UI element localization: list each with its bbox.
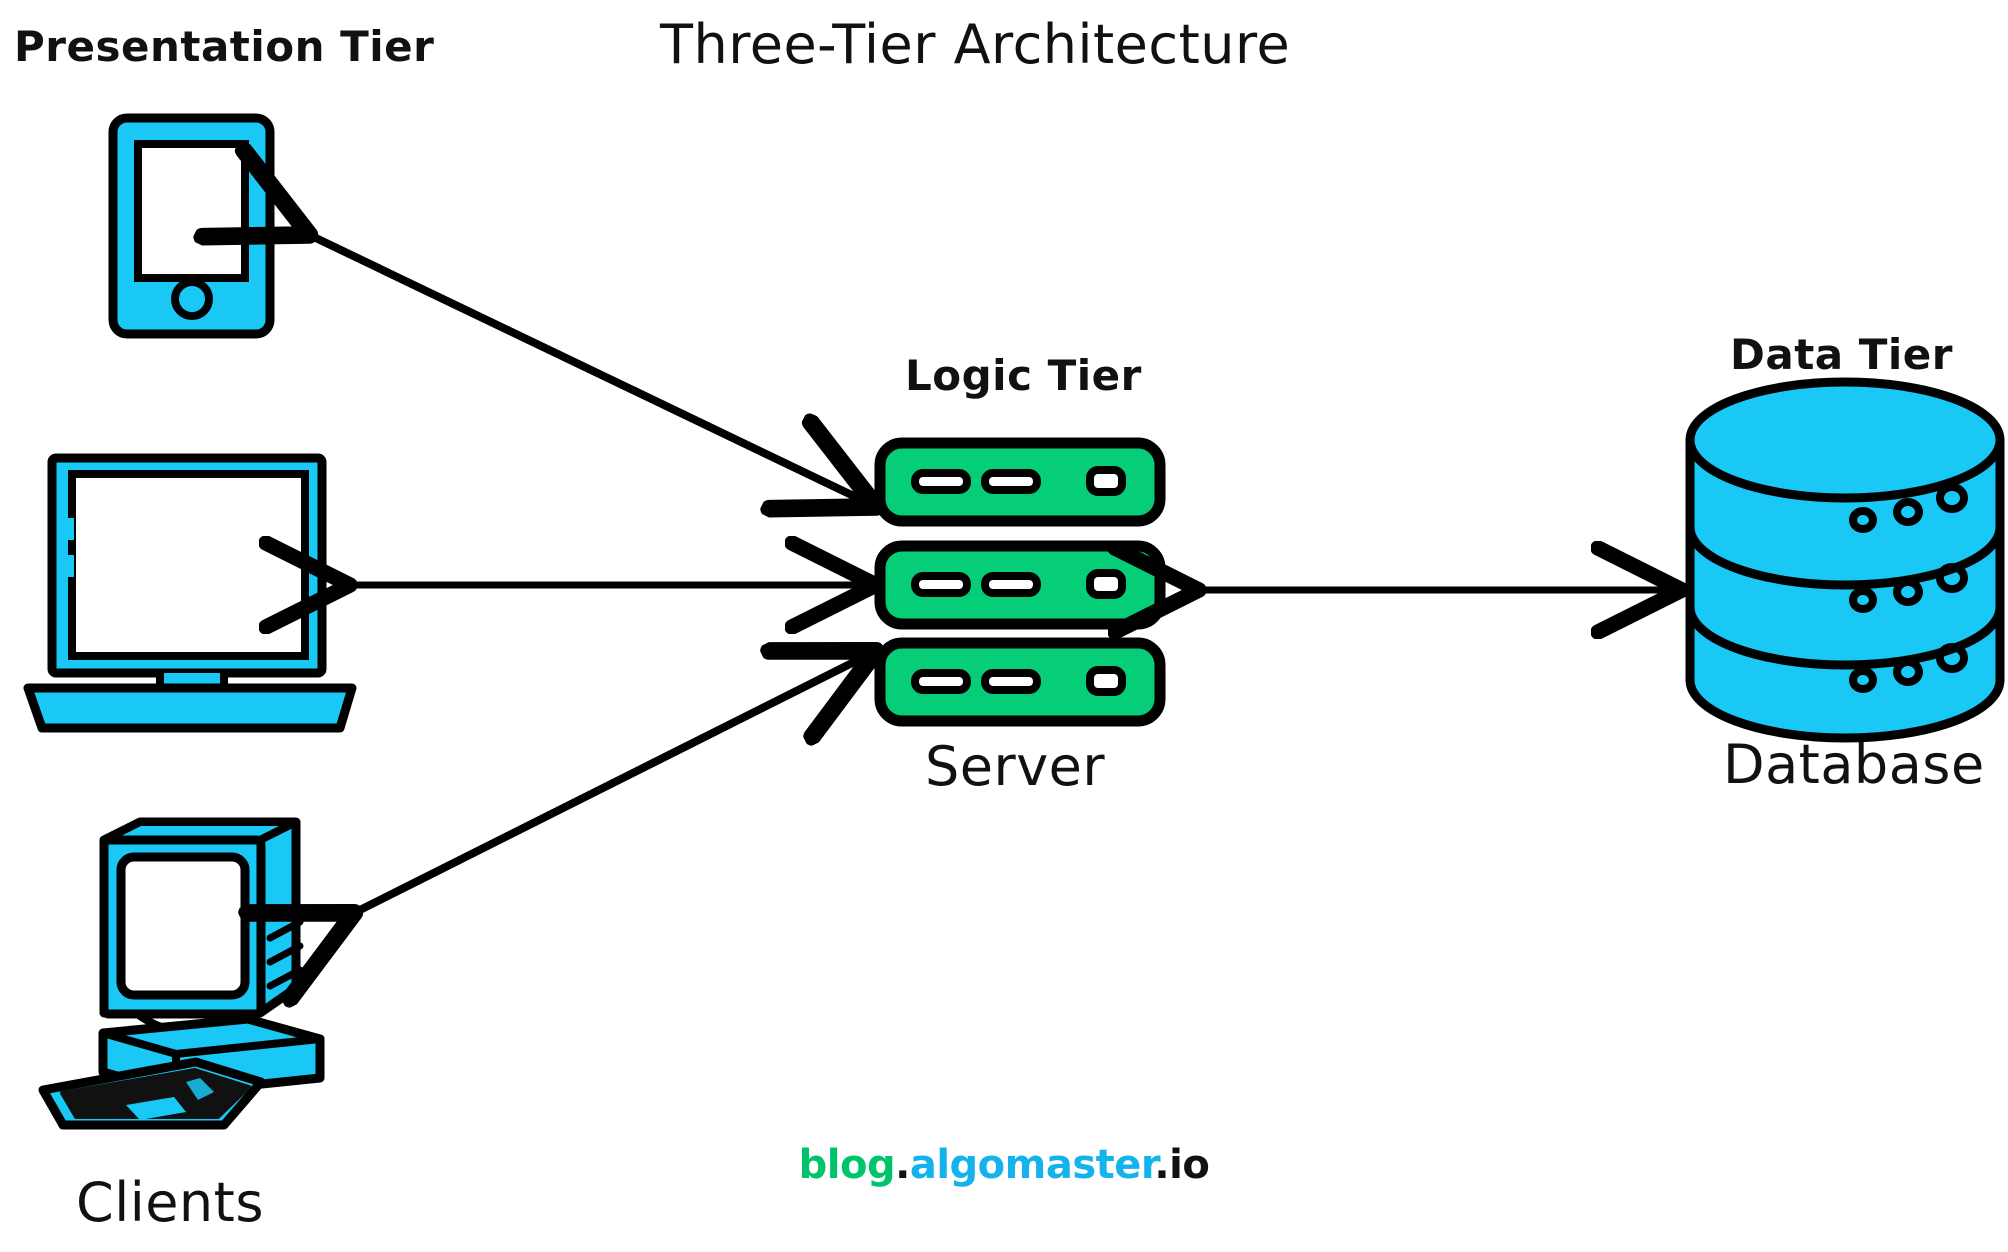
data-tier-label: Data Tier: [1730, 330, 1953, 379]
arrow-desktop-server: [340, 658, 862, 920]
database-cylinder-icon: [1685, 377, 2005, 743]
database-label: Database: [1723, 733, 1985, 796]
mobile-phone-icon: [108, 113, 275, 339]
arrow-phone-server: [295, 228, 862, 500]
server-label: Server: [925, 735, 1106, 798]
brand-algomaster: algomaster: [909, 1142, 1155, 1188]
brand-dot1: .: [895, 1142, 910, 1188]
presentation-tier-label: Presentation Tier: [14, 22, 435, 71]
logic-tier-label: Logic Tier: [905, 351, 1142, 400]
brand-tld: .io: [1154, 1142, 1210, 1188]
server-rack-icon: [874, 437, 1166, 727]
brand-blog: blog: [798, 1142, 896, 1188]
clients-label: Clients: [76, 1171, 264, 1234]
brand-footer: blog.algomaster.io: [0, 1142, 2008, 1188]
diagram-title: Three-Tier Architecture: [660, 13, 1291, 76]
desktop-computer-icon: [38, 817, 325, 1130]
laptop-icon: [23, 453, 357, 733]
connection-arrows: [295, 228, 1668, 920]
